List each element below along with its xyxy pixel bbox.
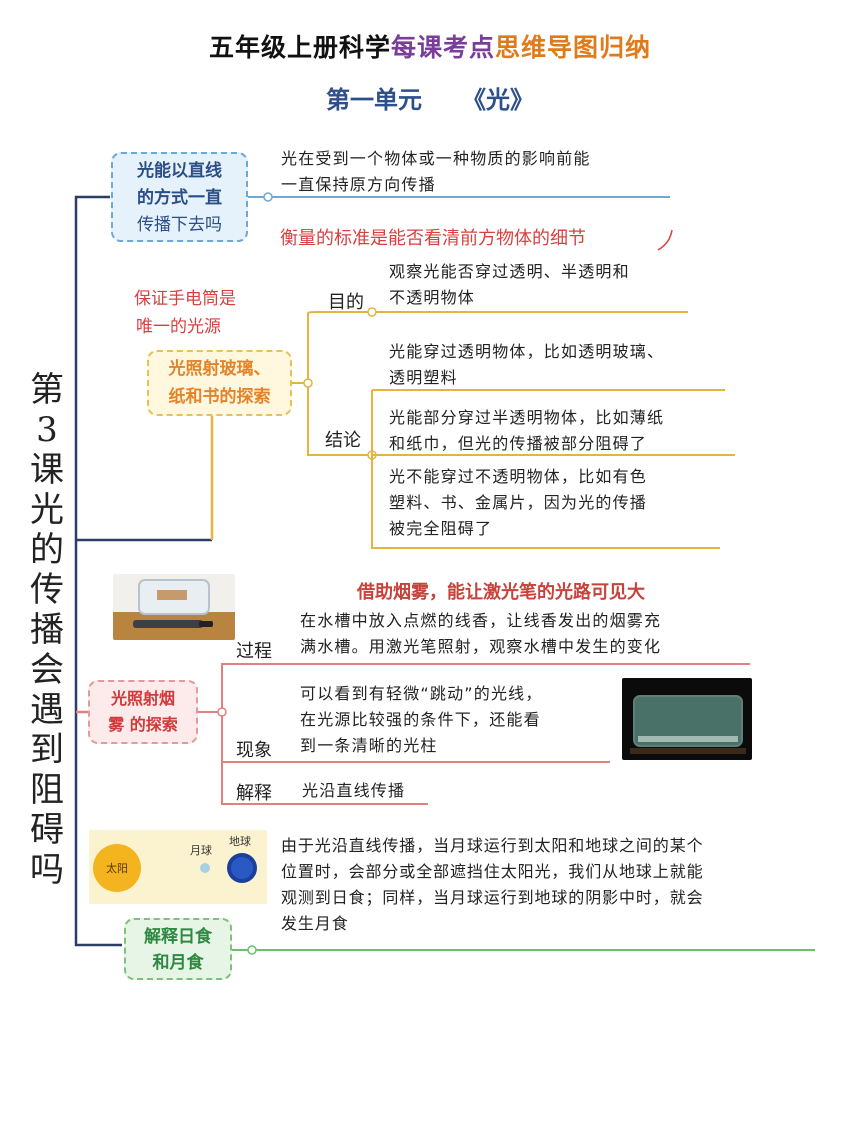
branch3-node-dot <box>217 707 227 717</box>
text-line: 被完全阻碍了 <box>389 519 493 538</box>
text-line: 光在受到一个物体或一种物质的影响前能 <box>281 149 591 168</box>
text-line: 一直保持原方向传播 <box>281 175 436 194</box>
conclusion-opaque: 光不能穿过不透明物体，比如有色 塑料、书、金属片，因为光的传播 被完全阻碍了 <box>389 464 647 542</box>
earth-label: 地球 <box>229 835 251 848</box>
conclusion-label: 结论 <box>325 430 361 451</box>
node-line: 光照射玻璃、 <box>168 359 271 379</box>
node-line: 雾 的探索 <box>108 715 178 734</box>
lesson-title: 第3课光的传播会遇到阻碍吗 <box>30 370 64 890</box>
text-line: 观察光能否穿过透明、半透明和 <box>389 262 630 281</box>
node-glass-paper-book: 光照射玻璃、 纸和书的探索 <box>147 350 292 416</box>
purpose-text: 观察光能否穿过透明、半透明和 不透明物体 <box>389 259 630 311</box>
branch2-purpose-line <box>292 311 688 384</box>
incense-tank-illustration <box>113 574 235 640</box>
unit-subtitle: 第一单元 《光》 <box>0 80 860 115</box>
branch1-answer: 光在受到一个物体或一种物质的影响前能 一直保持原方向传播 <box>281 146 591 198</box>
text-line: 在光源比较强的条件下，还能看 <box>300 710 541 729</box>
text-line: 满水槽。用激光笔照射，观察水槽中发生的变化 <box>300 637 662 656</box>
note-hook <box>657 229 673 251</box>
phenomenon-text: 可以看到有轻微“跳动”的光线， 在光源比较强的条件下，还能看 到一条清晰的光柱 <box>300 681 543 759</box>
purpose-dot <box>367 307 377 317</box>
text-line: 光能穿过透明物体，比如透明玻璃、 <box>389 342 665 361</box>
page-title: 五年级上册科学每课考点思维导图归纳 <box>0 28 860 64</box>
main-spine <box>74 195 122 947</box>
flashlight-note: 保证手电筒是 唯一的光源 <box>134 285 236 341</box>
eclipse-diagram: 太阳 月球 地球 <box>89 830 267 904</box>
process-text: 在水槽中放入点燃的线香，让线香发出的烟雾充 满水槽。用激光笔照射，观察水槽中发生… <box>300 608 661 660</box>
incense-tank-photo <box>113 574 235 640</box>
text-line: 唯一的光源 <box>136 317 221 337</box>
branch1-node-dot <box>263 192 273 202</box>
smoke-highlight: 借助烟雾，能让激光笔的光路可见大 <box>357 582 645 603</box>
laser-tank-illustration <box>622 678 752 760</box>
text-line: 和纸巾，但光的传播被部分阻碍了 <box>389 434 648 453</box>
sun-label: 太阳 <box>106 862 128 875</box>
title-part-points: 每课考点 <box>390 33 495 62</box>
node-line: 的方式一直 <box>137 188 222 208</box>
node-line: 光能以直线 <box>137 161 222 181</box>
node-eclipse: 解释日食 和月食 <box>124 918 232 980</box>
book-label: 《光》 <box>462 86 534 114</box>
text-line: 透明塑料 <box>389 368 458 387</box>
conclusion3-underline <box>371 390 720 549</box>
process-label: 过程 <box>236 641 272 662</box>
node-line: 传播下去吗 <box>137 215 222 235</box>
text-line: 位置时，会部分或全部遮挡住太阳光，我们从地球上就能 <box>281 862 704 881</box>
node-line: 和月食 <box>152 953 204 973</box>
text-line: 可以看到有轻微“跳动”的光线， <box>300 684 543 703</box>
explain-text: 光沿直线传播 <box>302 781 406 800</box>
text-line: 不透明物体 <box>389 288 476 307</box>
node-line: 纸和书的探索 <box>168 387 271 407</box>
branch2-node-dot <box>303 378 313 388</box>
conclusion-transparent: 光能穿过透明物体，比如透明玻璃、 透明塑料 <box>389 339 664 391</box>
title-part-grade: 五年级上册科学 <box>208 33 391 62</box>
unit-label: 第一单元 <box>326 86 422 114</box>
text-line: 观测到日食；同样，当月球运行到地球的阴影中时，就会 <box>281 888 704 907</box>
phenomenon-label: 现象 <box>236 740 272 761</box>
text-line: 由于光沿直线传播，当月球运行到太阳和地球之间的某个 <box>281 836 704 855</box>
conclusion-translucent: 光能部分穿过半透明物体，比如薄纸 和纸巾，但光的传播被部分阻碍了 <box>389 405 664 457</box>
text-line: 保证手电筒是 <box>134 289 236 309</box>
text-line: 到一条清晰的光柱 <box>300 736 438 755</box>
criterion-note: 衡量的标准是能否看清前方物体的细节 <box>280 228 586 249</box>
node-line: 解释日食 <box>144 927 212 947</box>
branch4-node-dot <box>247 945 257 955</box>
text-line: 光不能穿过不透明物体，比如有色 <box>389 467 648 486</box>
text-line: 光能部分穿过半透明物体，比如薄纸 <box>389 408 665 427</box>
purpose-label: 目的 <box>328 292 364 313</box>
title-part-mindmap: 思维导图归纳 <box>495 33 652 62</box>
node-smoke-exploration: 光照射烟 雾 的探索 <box>88 680 198 744</box>
explain-line <box>221 740 428 805</box>
branch2-conclusion-line <box>307 383 372 456</box>
laser-tank-photo <box>622 678 752 760</box>
eclipse-explanation: 由于光沿直线传播，当月球运行到太阳和地球之间的某个 位置时，会部分或全部遮挡住太… <box>281 833 704 937</box>
text-line: 在水槽中放入点燃的线香，让线香发出的烟雾充 <box>300 611 662 630</box>
text-line: 发生月食 <box>281 914 349 933</box>
process-line <box>198 663 750 713</box>
moon-label: 月球 <box>190 844 212 857</box>
text-line: 塑料、书、金属片，因为光的传播 <box>389 493 648 512</box>
eclipse-shapes <box>93 844 257 892</box>
node-light-straight-line: 光能以直线 的方式一直 传播下去吗 <box>111 152 248 242</box>
explain-label: 解释 <box>236 783 272 804</box>
node-line: 光照射烟 <box>110 689 175 708</box>
